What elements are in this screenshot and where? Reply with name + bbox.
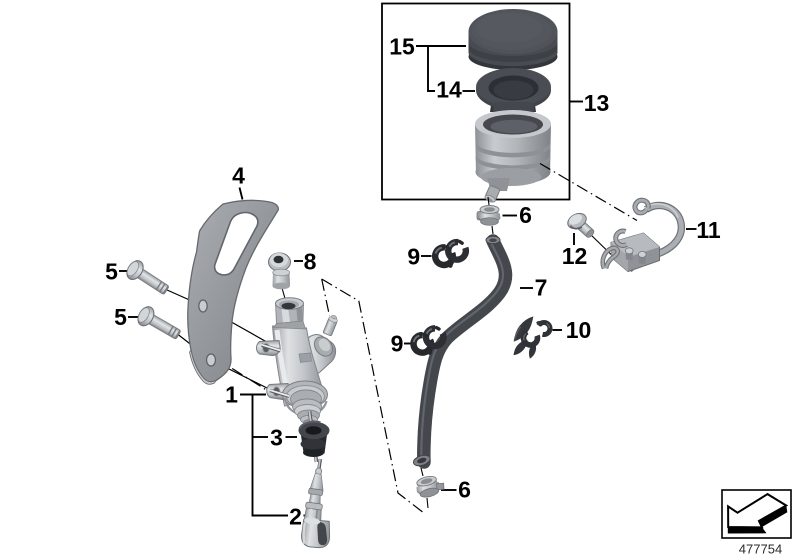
- svg-text:11: 11: [696, 217, 721, 243]
- svg-text:6: 6: [458, 476, 471, 502]
- svg-text:10: 10: [566, 317, 592, 343]
- svg-text:5: 5: [105, 258, 118, 284]
- svg-text:8: 8: [304, 248, 317, 274]
- svg-text:5: 5: [114, 304, 127, 330]
- svg-text:477754: 477754: [739, 542, 782, 557]
- svg-text:7: 7: [535, 274, 548, 300]
- svg-text:4: 4: [232, 162, 245, 188]
- svg-text:3: 3: [270, 424, 283, 450]
- svg-text:6: 6: [519, 202, 532, 228]
- svg-text:2: 2: [289, 503, 302, 529]
- svg-text:12: 12: [562, 243, 588, 269]
- svg-text:1: 1: [225, 381, 238, 407]
- svg-text:14: 14: [436, 76, 462, 102]
- svg-text:15: 15: [389, 33, 415, 59]
- svg-text:9: 9: [391, 330, 404, 356]
- svg-text:13: 13: [584, 90, 610, 116]
- svg-text:9: 9: [407, 243, 420, 269]
